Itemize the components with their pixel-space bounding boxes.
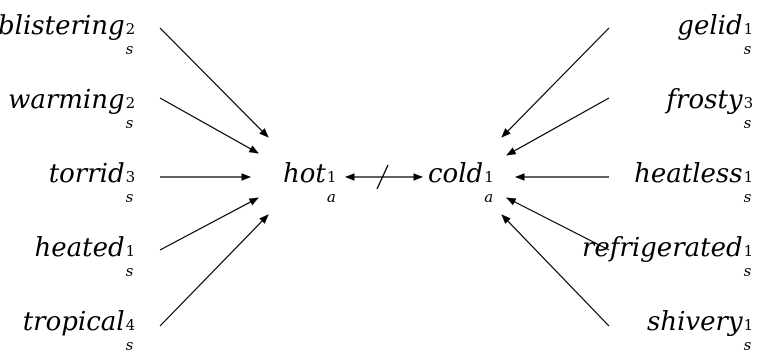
sense-number: 1: [743, 168, 754, 186]
edge-gelid-cold: [501, 27, 610, 138]
edge-shivery-cold: [501, 214, 610, 327]
pos-tag: s: [743, 114, 752, 132]
edge-warming-hot: [159, 97, 259, 154]
term-word: frosty: [666, 85, 743, 115]
pos-tag: s: [125, 40, 134, 58]
sense-number: 2: [125, 20, 136, 38]
sense-number: 3: [125, 168, 136, 186]
pos-tag: a: [484, 188, 494, 206]
antonym-slash: [376, 164, 389, 190]
term-word: warming: [8, 85, 125, 115]
term-word: blistering: [0, 11, 125, 41]
term-word: cold: [428, 159, 484, 189]
pos-tag: s: [125, 188, 134, 206]
sense-number: 1: [326, 168, 337, 186]
pos-tag: s: [125, 336, 134, 354]
edge-blistering-hot: [159, 27, 269, 138]
edge-tropical-hot: [159, 214, 269, 327]
term-word: torrid: [48, 159, 125, 189]
pos-tag: s: [743, 40, 752, 58]
edges-layer: [159, 27, 610, 327]
sense-number: 1: [743, 242, 754, 260]
edge-frosty-cold: [506, 97, 610, 156]
pos-tag: s: [125, 262, 134, 280]
term-word: tropical: [22, 307, 125, 337]
sense-number: 1: [743, 316, 754, 334]
term-word: heatless: [634, 159, 743, 189]
sense-number: 1: [484, 168, 494, 186]
pos-tag: a: [326, 188, 336, 206]
term-word: gelid: [677, 11, 743, 41]
pos-tag: s: [743, 262, 752, 280]
edge-refrigerated-cold: [506, 197, 610, 251]
sense-number: 3: [743, 94, 754, 112]
pos-tag: s: [743, 188, 752, 206]
term-word: hot: [283, 159, 326, 189]
sense-number: 1: [125, 242, 136, 260]
term-word: heated: [34, 233, 125, 263]
sense-number: 1: [743, 20, 754, 38]
term-word: refrigerated: [581, 233, 743, 263]
sense-number: 4: [125, 316, 136, 334]
sense-number: 2: [125, 94, 136, 112]
term-word: shivery: [647, 307, 743, 337]
pos-tag: s: [125, 114, 134, 132]
pos-tag: s: [743, 336, 752, 354]
edge-heated-hot: [159, 197, 259, 251]
